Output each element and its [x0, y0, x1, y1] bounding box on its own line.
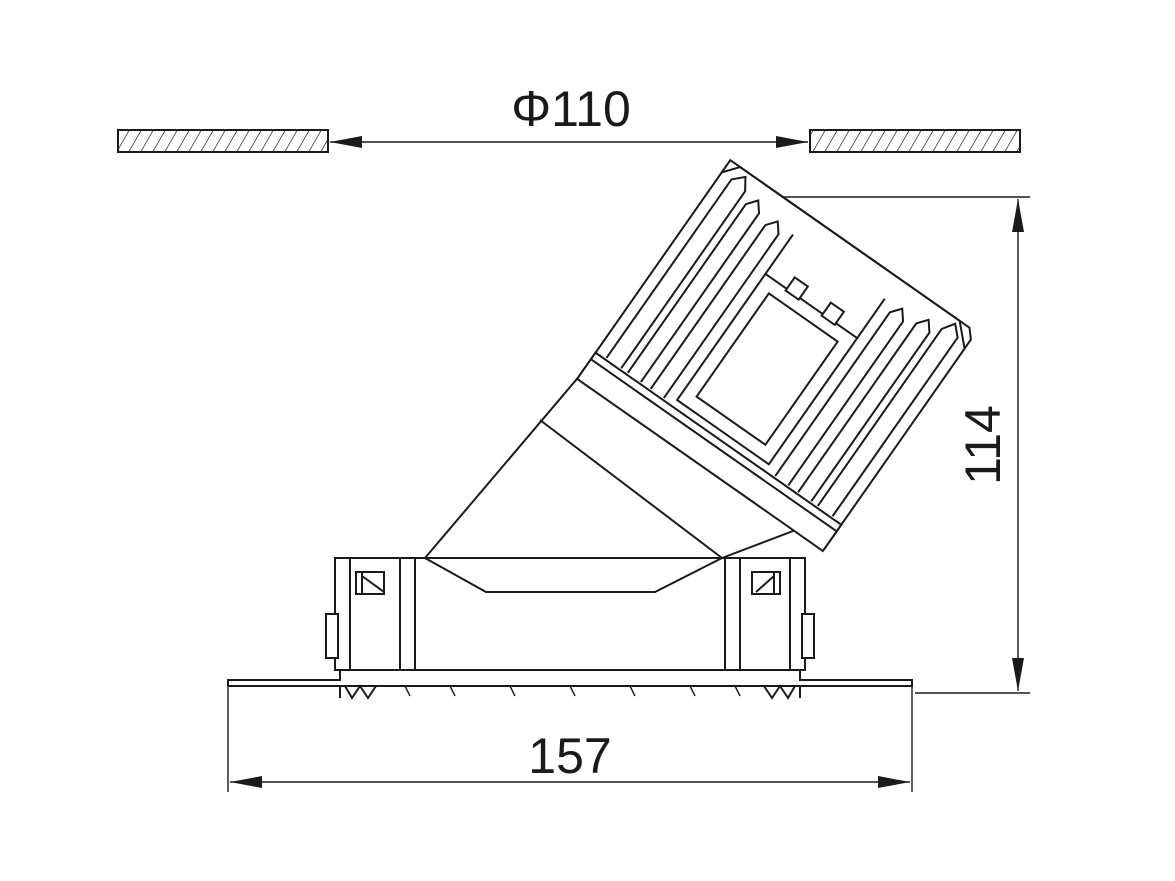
left-clip-icon [355, 571, 385, 595]
height-label: 114 [955, 405, 1011, 485]
cutout-arrow-right [776, 136, 808, 148]
right-clip-icon [751, 571, 781, 595]
width-label: 157 [528, 728, 611, 784]
heatsink-head [575, 158, 972, 553]
cutout-diameter-label: Φ110 [511, 81, 631, 137]
flange [227, 669, 913, 687]
driver-window [675, 234, 886, 466]
cutout-arrow-left [330, 136, 362, 148]
height-dimension: 114 [740, 196, 1030, 694]
heatsink-fins [605, 175, 959, 517]
luminaire-drawing [227, 158, 972, 700]
height-arrow-bottom [1012, 658, 1024, 691]
ceiling-left-hatch [117, 129, 329, 153]
width-dimension: 157 [227, 686, 913, 792]
middle-box [414, 557, 726, 671]
bottom-springs [339, 684, 801, 700]
width-arrow-right [878, 776, 910, 788]
ceiling-right-hatch [809, 129, 1021, 153]
trim-frame [227, 557, 913, 700]
width-arrow-left [230, 776, 262, 788]
height-arrow-top [1012, 199, 1024, 232]
ceiling-section: Φ110 [117, 81, 1021, 153]
